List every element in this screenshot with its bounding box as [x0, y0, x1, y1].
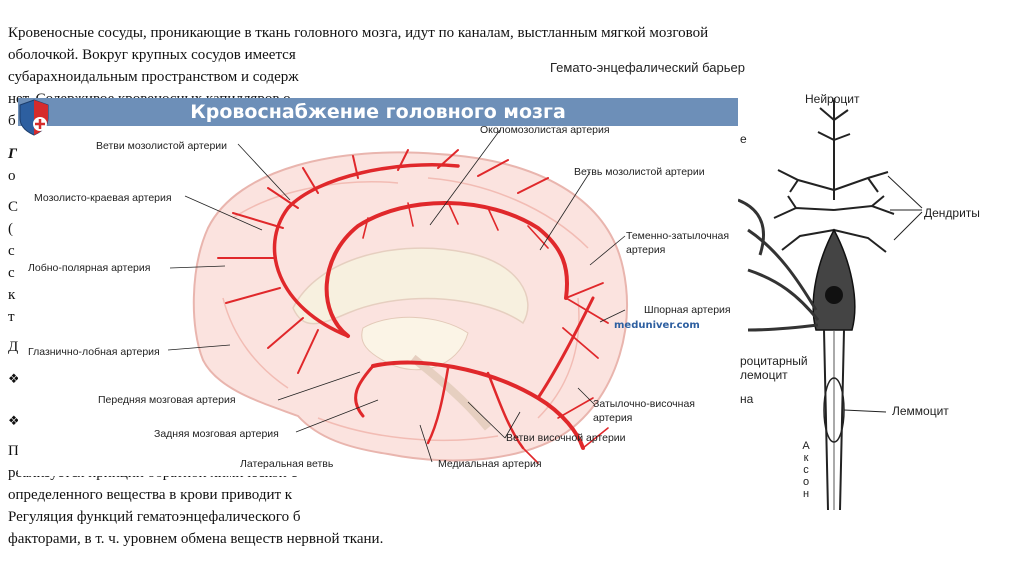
label-orbitofrontal: Глазнично-лобная артерия	[28, 346, 160, 358]
text-bottom-2: определенного вещества в крови приводит …	[8, 487, 293, 503]
text-bottom-3: Регуляция функций гематоэнцефалического …	[8, 509, 301, 525]
bullet-icon: ❖	[8, 371, 20, 386]
axon-letter: А	[802, 440, 810, 452]
text-frag-c3: с	[8, 265, 15, 281]
text-frag-c1: С	[8, 199, 19, 215]
axon-letter: о	[802, 476, 810, 488]
label-na: на	[740, 392, 754, 406]
text-frag-d: Д	[8, 339, 19, 355]
label-occipitotemporal: Затылочно-височная	[593, 398, 695, 410]
label-callosal-branches: Ветви мозолистой артерии	[96, 140, 228, 152]
text-line-1: Кровеносные сосуды, проникающие в ткань …	[8, 25, 709, 41]
neuron-figure-title: Гемато-энцефалический барьер	[550, 60, 745, 75]
brain-figure-title: Кровоснабжение головного мозга	[18, 98, 738, 126]
text-bottom-4: факторами, в т. ч. уровнем обмена вещест…	[8, 531, 384, 547]
axon-letter: с	[803, 464, 809, 476]
text-line-2: оболочкой. Вокруг крупных сосудов имеетс…	[8, 47, 296, 63]
axon-letter: к	[803, 452, 809, 464]
label-astrocytic-2: лемоцит	[740, 368, 788, 382]
label-posterior-cerebral: Задняя мозговая артерия	[154, 428, 279, 440]
label-callosomarginal: Мозолисто-краевая артерия	[34, 192, 172, 204]
label-pericallosal: Околомозолистая артерия	[480, 124, 610, 136]
label-medial-artery: Медиальная артерия	[438, 458, 542, 470]
label-parieto-occipital-2: артерия	[626, 244, 666, 256]
label-frontopolar: Лобно-полярная артерия	[28, 262, 151, 274]
shield-logo-icon	[19, 99, 49, 136]
text-frag-bold: Г	[8, 146, 18, 162]
label-neurocyte: Нейроцит	[805, 92, 860, 106]
text-frag-o: о	[8, 168, 16, 184]
label-e-frag: е	[740, 132, 747, 146]
neuron-illustration	[738, 98, 923, 510]
text-frag-k: к	[8, 287, 16, 303]
label-astrocytic-1: роцитарный	[740, 354, 808, 368]
watermark-text: meduniver.com	[614, 320, 700, 331]
text-frag-c2: с	[8, 243, 15, 259]
bullet-icon: ❖	[8, 413, 20, 428]
text-frag-paren: (	[8, 221, 13, 237]
brain-figure: Кровоснабжение головного мозга Ветви моз…	[18, 98, 738, 476]
axon-letter: н	[802, 488, 810, 500]
label-lemmocyte: Леммоцит	[892, 404, 949, 418]
label-anterior-cerebral: Передняя мозговая артерия	[98, 394, 236, 406]
label-callosal-branch: Ветвь мозолистой артерии	[574, 166, 705, 178]
text-frag-p: П	[8, 443, 19, 459]
label-dendrites: Дендриты	[924, 206, 980, 220]
label-temporal-branches: Ветви височной артерии	[506, 432, 626, 444]
text-line-3: субарахноидальным пространством и содерж	[8, 69, 299, 85]
label-calcarine: Шпорная артерия	[644, 304, 731, 316]
text-line-5: б	[8, 113, 16, 129]
text-frag-t: т	[8, 309, 15, 325]
label-lateral-branch: Латеральная ветвь	[240, 458, 334, 470]
label-occipitotemporal-2: артерия	[593, 412, 633, 424]
label-parieto-occipital: Теменно-затылочная	[626, 230, 730, 242]
